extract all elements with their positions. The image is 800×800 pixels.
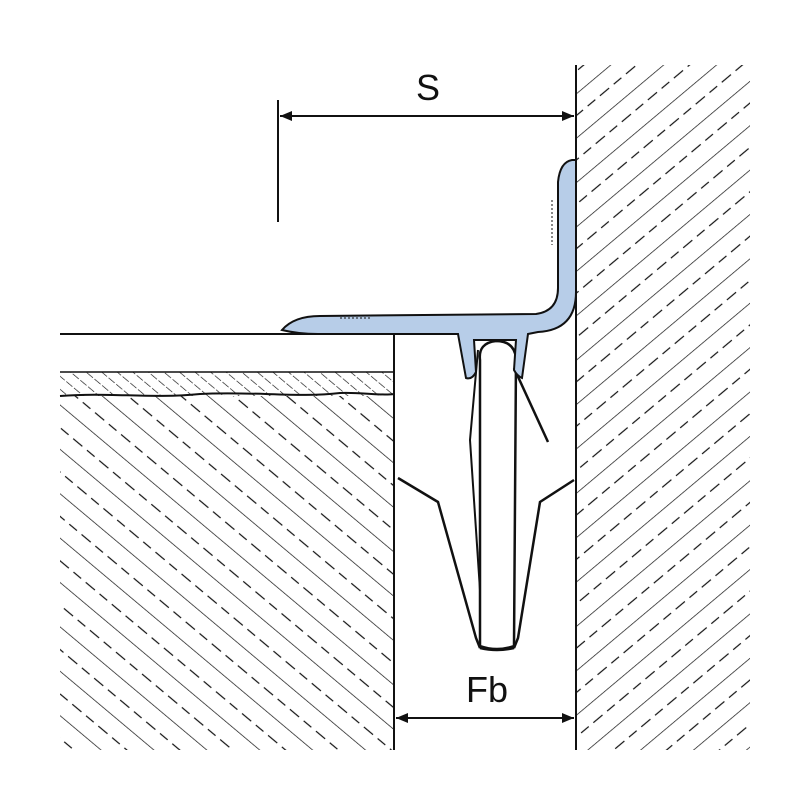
edge-profile bbox=[280, 159, 577, 380]
dimension-fb: Fb bbox=[396, 669, 574, 723]
dimension-label-s: S bbox=[416, 67, 440, 108]
right-wall bbox=[575, 65, 750, 750]
dimension-label-fb: Fb bbox=[466, 669, 508, 710]
floor-slab bbox=[59, 333, 395, 750]
dimension-s: S bbox=[277, 67, 574, 222]
anchor-fin bbox=[397, 339, 575, 652]
